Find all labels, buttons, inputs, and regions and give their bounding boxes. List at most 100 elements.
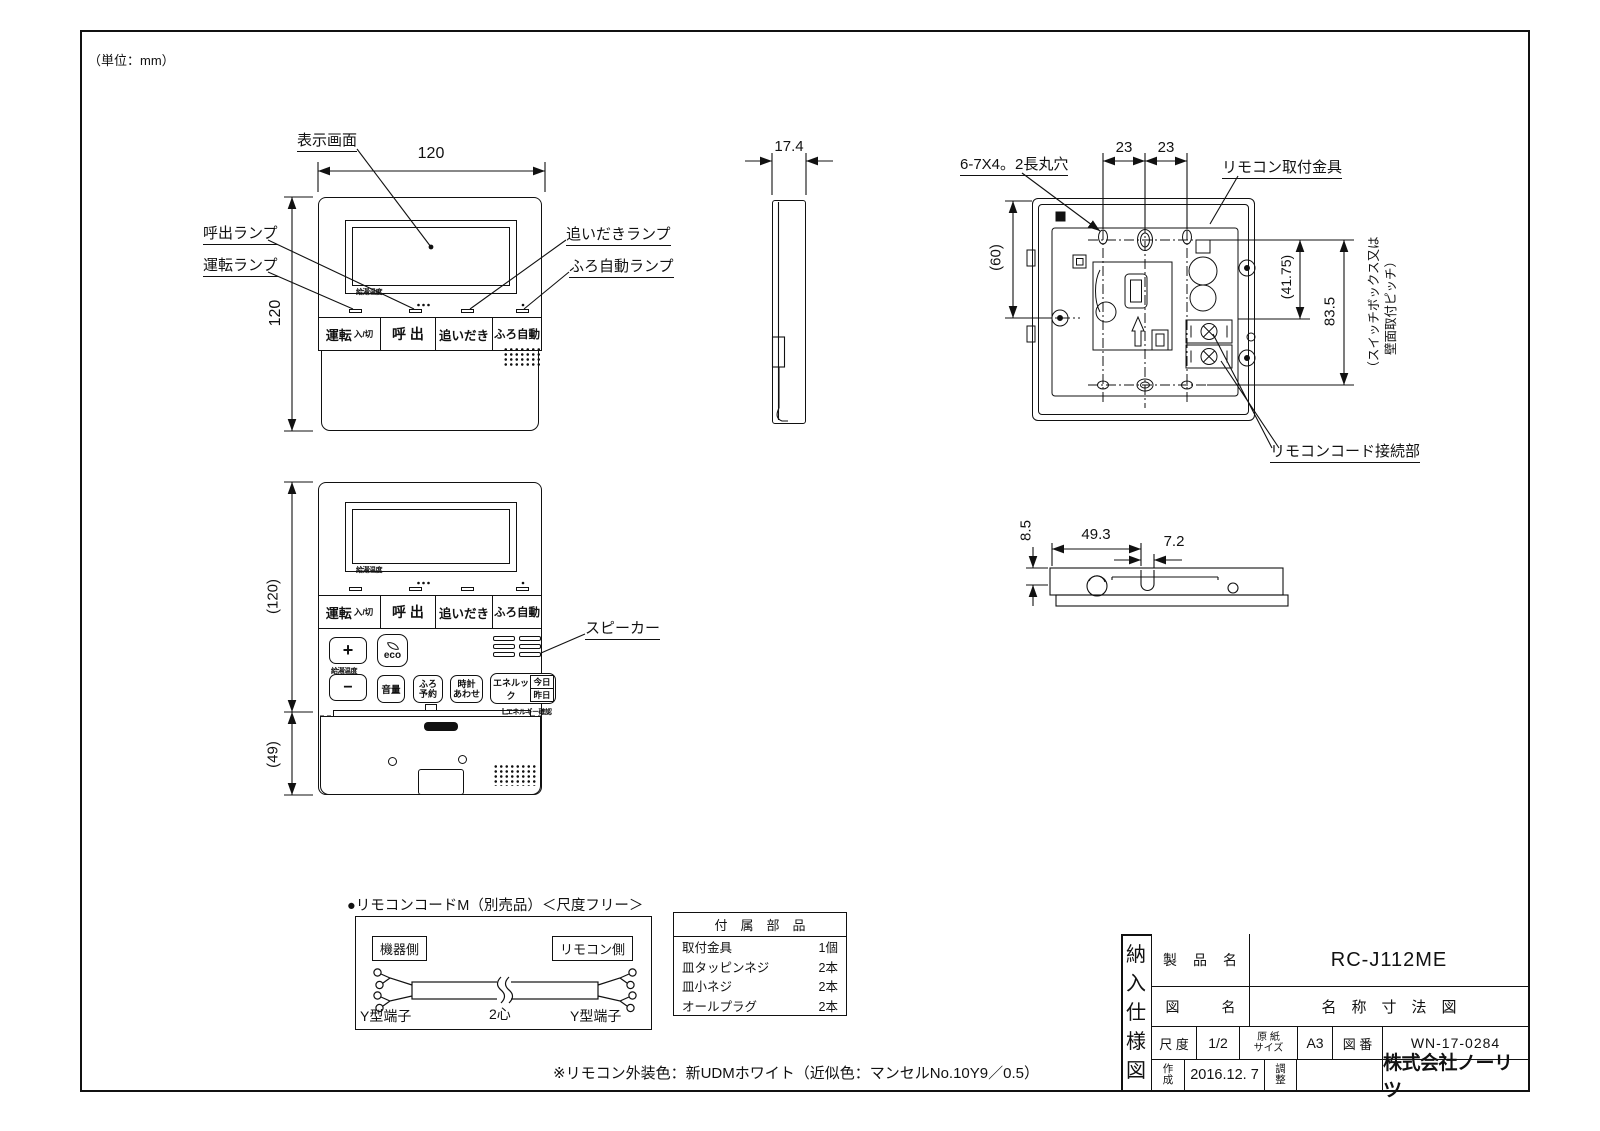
- product-label: 製 品 名: [1163, 952, 1238, 968]
- noritz-logo-badge: [424, 722, 458, 731]
- energy-note: エネルギー確認: [506, 709, 552, 716]
- table-row: 皿小ネジ 2本: [674, 976, 846, 996]
- terminal-left-label: Y型端子: [360, 1008, 412, 1024]
- pitch-note-line2: 壁面取付ピッチ）: [1384, 255, 1398, 356]
- front-display-screen: [352, 227, 510, 286]
- profile-85-dim: 8.5: [1017, 520, 1035, 541]
- accessory-qty: 2本: [818, 960, 838, 975]
- yesterday-label: 昨日: [533, 690, 551, 700]
- pitch-note-line1: （スイッチボックス又は: [1367, 236, 1381, 374]
- open-run-lamp: [349, 587, 362, 591]
- open-power-button: 運転 入/切: [318, 595, 381, 629]
- paper-size-value-cell: A3: [1298, 1027, 1333, 1060]
- open-power-label: 運転: [325, 605, 352, 621]
- sheet-frame: [80, 30, 1530, 1092]
- speaker-label: スピーカー: [585, 617, 661, 640]
- reheat-button-label: 追いだき: [438, 328, 489, 343]
- minus-label: −: [343, 678, 353, 696]
- front-speaker-grill: [503, 347, 543, 366]
- cover-hole-left: [388, 757, 397, 766]
- created-date: 2016.12. 7: [1190, 1067, 1259, 1083]
- company-logo-text: 株式会社ノーリツ: [1383, 1053, 1513, 1101]
- today-button: 今日: [530, 675, 554, 689]
- scale-label: 尺 度: [1159, 1036, 1189, 1052]
- reheat-button: 追いだき: [435, 317, 493, 351]
- call-button-label: 呼 出: [392, 326, 424, 342]
- bath-auto-button-label: ふろ自動: [494, 329, 540, 341]
- front-width-dim: 120: [417, 145, 445, 162]
- company-cell: 株式会社ノーリツ: [1383, 1053, 1528, 1101]
- temp-plus-button: +: [329, 637, 367, 664]
- reheat-lamp: [461, 309, 474, 313]
- clock-set-line1: 時計: [457, 678, 476, 689]
- table-row: 取付金具 1個: [674, 937, 846, 957]
- units-label: （単位：mm）: [88, 53, 175, 68]
- scale-value-cell: 1/2: [1197, 1027, 1240, 1060]
- bath-reserve-line1: ふろ: [418, 678, 437, 689]
- open-49-dim: (49): [264, 741, 282, 768]
- yesterday-button: 昨日: [530, 688, 554, 702]
- open-power-sublabel: 入/切: [353, 607, 374, 617]
- enelook-day-toggle: 今日 昨日: [530, 675, 554, 702]
- run-lamp-label: 運転ランプ: [203, 254, 278, 277]
- open-speaker-grill: [493, 764, 537, 786]
- open-screen-caption: 給湯温度: [356, 567, 383, 574]
- drawing-number-label: 図 番: [1342, 1036, 1373, 1052]
- back-pitch-note: （スイッチボックス又は 壁面取付ピッチ）: [1366, 220, 1402, 390]
- oblong-holes-label: 6-7X4。2長丸穴: [960, 153, 1069, 176]
- back-pitch-left-dim: 23: [1115, 139, 1133, 156]
- volume-button: 音量: [377, 675, 405, 703]
- drawing-label-cell: 図 名: [1152, 987, 1250, 1027]
- reheat-lamp-label: 追いだきランプ: [566, 223, 671, 246]
- temp-panel-caption: 給湯温度: [331, 668, 358, 675]
- exterior-color-note: ※リモコン外装色：新UDMホワイト（近似色：マンセルNo.10Y9／0.5）: [553, 1065, 1039, 1082]
- cord-section-title: ●リモコンコードM（別売品）＜尺度フリー＞: [347, 898, 644, 914]
- open-reheat-label: 追いだき: [438, 606, 489, 621]
- enelook-button: エネルック 今日 昨日: [490, 673, 556, 704]
- open-bath-auto-label: ふろ自動: [494, 607, 540, 619]
- scale-label-cell: 尺 度: [1152, 1027, 1197, 1060]
- remote-side-label: リモコン側: [552, 936, 634, 961]
- cover-hole-right: [458, 755, 467, 764]
- open-reheat-button: 追いだき: [435, 595, 493, 629]
- drawing-value: 名 称 寸 法 図: [1321, 999, 1457, 1016]
- open-120-dim: (120): [264, 578, 282, 615]
- accessory-name: 皿タッピンネジ: [682, 960, 770, 975]
- doc-type-text: 納入仕様図: [1126, 943, 1146, 1082]
- volume-label: 音量: [381, 685, 401, 696]
- clock-set-line2: あわせ: [452, 689, 480, 699]
- paper-size-value: A3: [1306, 1035, 1324, 1051]
- front-height-dim: 120: [267, 299, 284, 327]
- display-label: 表示画面: [297, 129, 358, 152]
- created-value-cell: 2016.12. 7: [1185, 1060, 1265, 1090]
- doc-type-column: 納入仕様図: [1121, 934, 1152, 1092]
- open-call-button: 呼 出: [380, 595, 436, 629]
- created-label: 作成: [1162, 1062, 1174, 1086]
- hinge-tab: [425, 704, 437, 711]
- remote-side-text: リモコン側: [560, 942, 626, 957]
- accessory-qty: 1個: [818, 941, 838, 956]
- today-label: 今日: [533, 677, 551, 687]
- adjust-label-cell: 調整: [1265, 1060, 1297, 1090]
- paper-label-line1: 原 紙: [1257, 1032, 1280, 1043]
- cover-latch-recess: [418, 769, 464, 795]
- bath-reserve-line2: 予約: [418, 689, 437, 699]
- product-label-cell: 製 品 名: [1152, 934, 1250, 987]
- device-side-text: 機器側: [380, 942, 420, 957]
- side-view-body: [772, 200, 806, 424]
- accessory-qty: 2本: [818, 999, 838, 1014]
- run-lamp: [349, 309, 362, 313]
- core-count-label: 2心: [489, 1006, 511, 1022]
- accessory-qty: 2本: [818, 980, 838, 995]
- mounting-bracket-label: リモコン取付金具: [1222, 156, 1343, 179]
- speaker-slots: [493, 636, 541, 661]
- power-button: 運転 入/切: [318, 317, 381, 351]
- accessory-name: 取付金具: [682, 941, 733, 956]
- open-call-label: 呼 出: [392, 604, 424, 620]
- drawing-label: 図 名: [1165, 998, 1236, 1015]
- accessories-table: 付 属 部 品 取付金具 1個 皿タッピンネジ 2本 皿小ネジ 2本 オールプラ…: [673, 912, 847, 1016]
- cord-box: [355, 916, 652, 1030]
- back-4175-dim: (41.75): [1278, 254, 1294, 300]
- eco-button: eco: [377, 634, 408, 667]
